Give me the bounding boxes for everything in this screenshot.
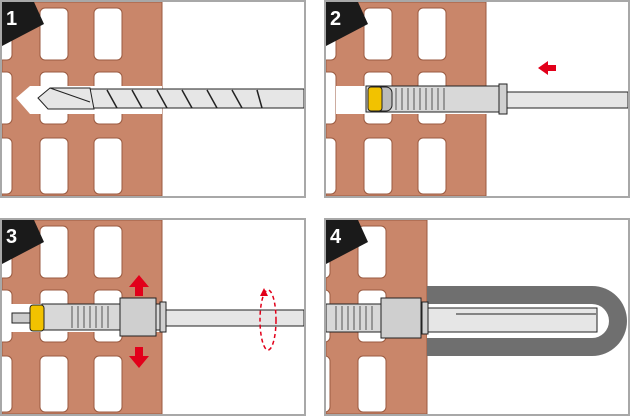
rotate-arrow-icon — [259, 289, 277, 351]
expand-up-arrow-icon — [129, 275, 149, 296]
screw-shaft — [426, 307, 598, 333]
insert-anchor-illustration — [326, 2, 628, 196]
step-number: 2 — [330, 8, 342, 30]
push-arrow-icon — [538, 61, 556, 75]
step-2-panel: 2 — [324, 0, 630, 198]
step-badge — [2, 2, 44, 46]
brick-hole — [2, 71, 13, 125]
screw-in-illustration — [2, 220, 304, 414]
expand-down-arrow-icon — [129, 347, 149, 368]
brick-hole — [326, 71, 337, 125]
brick-hole — [39, 137, 69, 195]
step-number: 1 — [6, 8, 18, 30]
screw-shaft — [505, 91, 628, 109]
step-number: 3 — [6, 226, 18, 248]
drilling-illustration — [2, 2, 304, 196]
brick-hole — [326, 137, 337, 195]
brick-hole — [39, 7, 69, 61]
brick-hole — [39, 225, 69, 279]
brick-hole — [363, 137, 393, 195]
step-badge — [326, 220, 368, 264]
brick-hole — [2, 355, 13, 413]
brick-hole — [93, 225, 123, 279]
yellow-cap — [367, 86, 383, 112]
step-1-panel: 1 — [0, 0, 306, 198]
drill-bit — [37, 87, 304, 110]
brick-hole — [363, 7, 393, 61]
anchor-plug — [365, 83, 508, 115]
step-badge — [2, 220, 44, 264]
step-4-panel: 4 — [324, 218, 630, 416]
yellow-cap — [29, 304, 45, 332]
brick-hole — [39, 355, 69, 413]
fixed-illustration — [326, 220, 627, 414]
step-number: 4 — [330, 226, 342, 248]
brick-hole — [326, 355, 331, 413]
brick-hole — [357, 355, 387, 413]
screw-shaft — [161, 309, 304, 327]
step-badge — [326, 2, 368, 46]
brick-hole — [2, 137, 13, 195]
brick-hole — [93, 7, 123, 61]
anchor-plug — [41, 297, 167, 337]
brick-hole — [93, 355, 123, 413]
brick-hole — [417, 7, 447, 61]
anchor-plug — [326, 297, 429, 339]
step-3-panel: 3 — [0, 218, 306, 416]
brick-hole — [417, 137, 447, 195]
brick-hole — [93, 137, 123, 195]
